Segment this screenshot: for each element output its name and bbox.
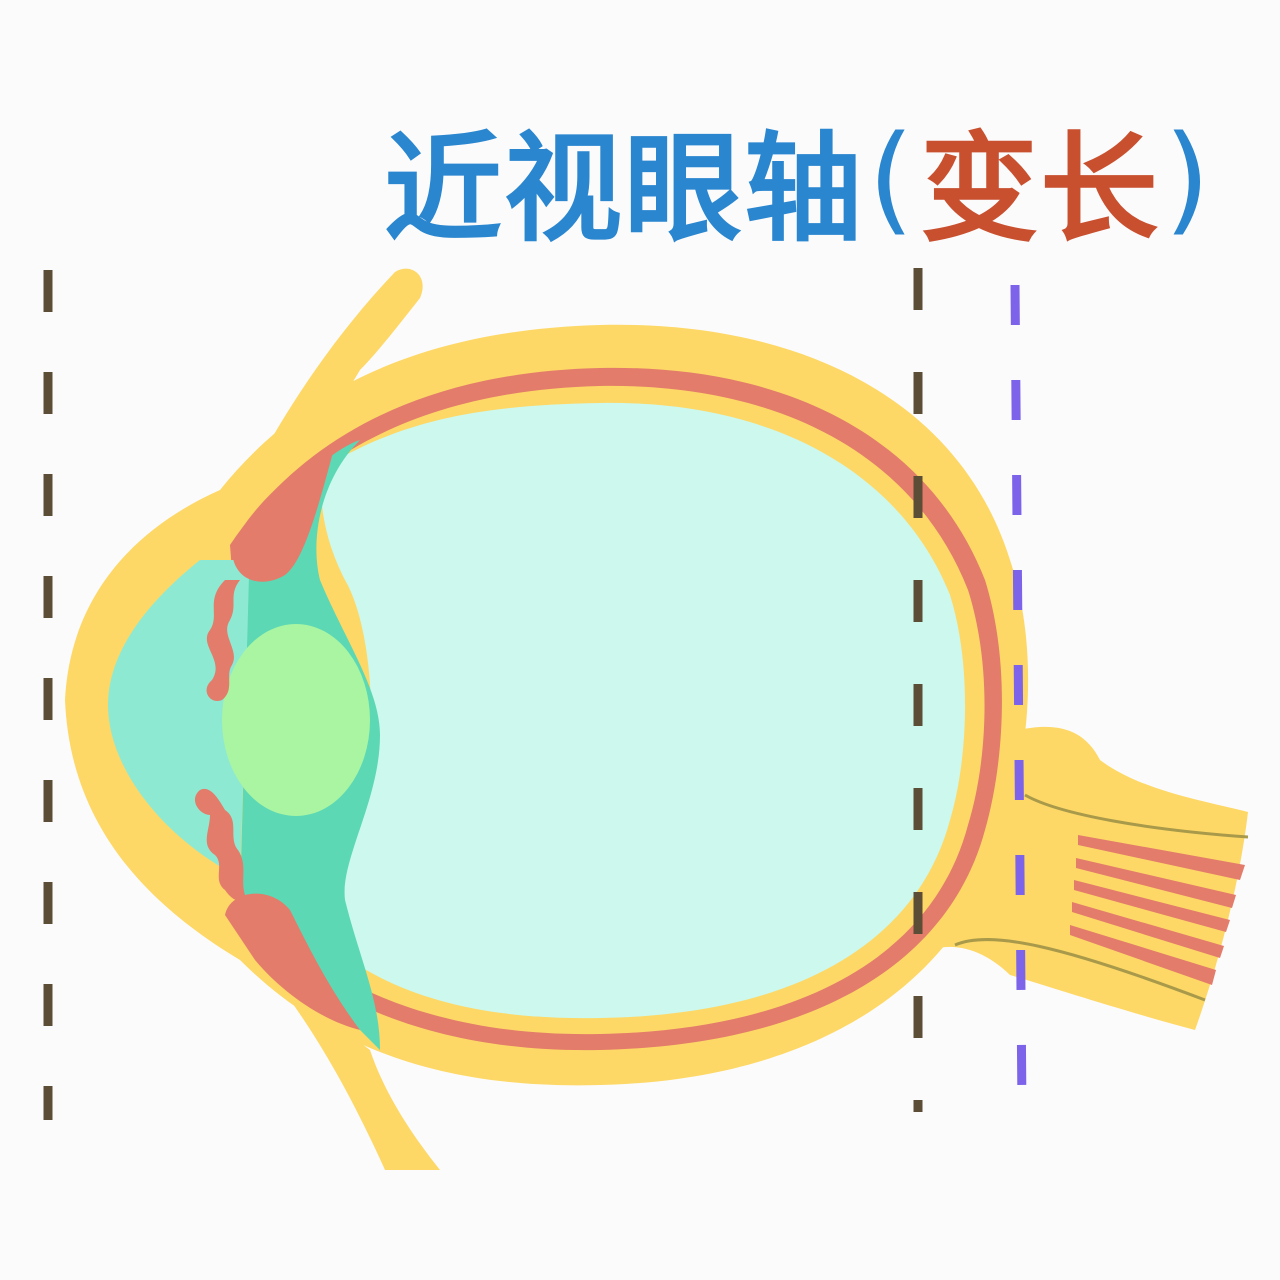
title-close-paren: ) [1164,109,1213,247]
elongated-axis-line [1010,284,1027,1111]
optic-nerve-line-top [1024,793,1249,839]
optic-nerve-line-bottom [954,938,1206,1002]
iris-bottom [194,788,245,901]
optic-nerve-fibers [1070,835,1245,985]
title-accent: 变长 [920,119,1161,258]
lens [222,624,370,816]
ciliary-muscle-bottom [225,893,360,1030]
diagram-title: 近视眼轴 ( 变长 ) [384,108,1216,258]
iris-top [206,580,240,701]
vitreous-body [320,402,966,1019]
title-main: 近视眼轴 [384,119,865,258]
ciliary-muscle-top [231,445,335,582]
title-open-paren: ( [868,109,917,247]
